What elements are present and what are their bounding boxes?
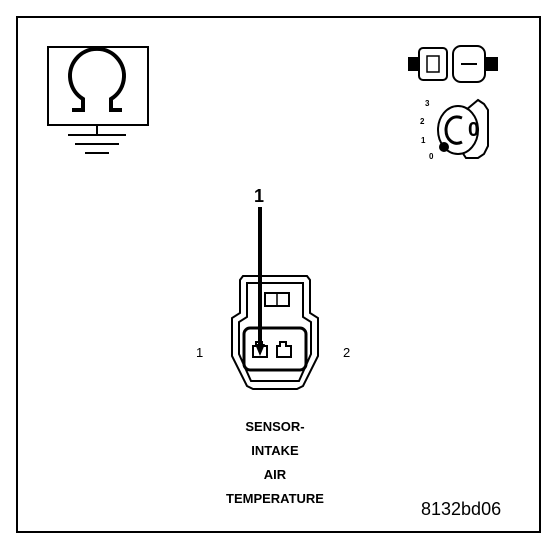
sensor-connector bbox=[231, 275, 319, 390]
ignition-position-3: 3 bbox=[425, 99, 430, 108]
caption-line-3: AIR bbox=[263, 467, 287, 482]
ohmmeter-ground-icon bbox=[47, 46, 149, 154]
callout-number: 1 bbox=[254, 186, 265, 206]
disconnected-connector-icon bbox=[408, 45, 498, 83]
ignition-key-off-icon bbox=[437, 98, 489, 159]
caption-line-2: INTAKE bbox=[251, 443, 299, 458]
caption-line-4: TEMPERATURE bbox=[226, 491, 324, 506]
diagram-frame bbox=[16, 16, 541, 533]
figure-id: 8132bd06 bbox=[421, 499, 502, 519]
ignition-position-1: 1 bbox=[421, 136, 426, 145]
ignition-position-2: 2 bbox=[420, 117, 425, 126]
callout-leader bbox=[255, 207, 265, 356]
ignition-key-label: 0 bbox=[468, 119, 480, 141]
ignition-position-0: 0 bbox=[429, 152, 434, 161]
pin-label-left: 1 bbox=[196, 345, 204, 360]
caption-line-1: SENSOR- bbox=[245, 419, 305, 434]
pin-label-right: 2 bbox=[343, 345, 351, 360]
